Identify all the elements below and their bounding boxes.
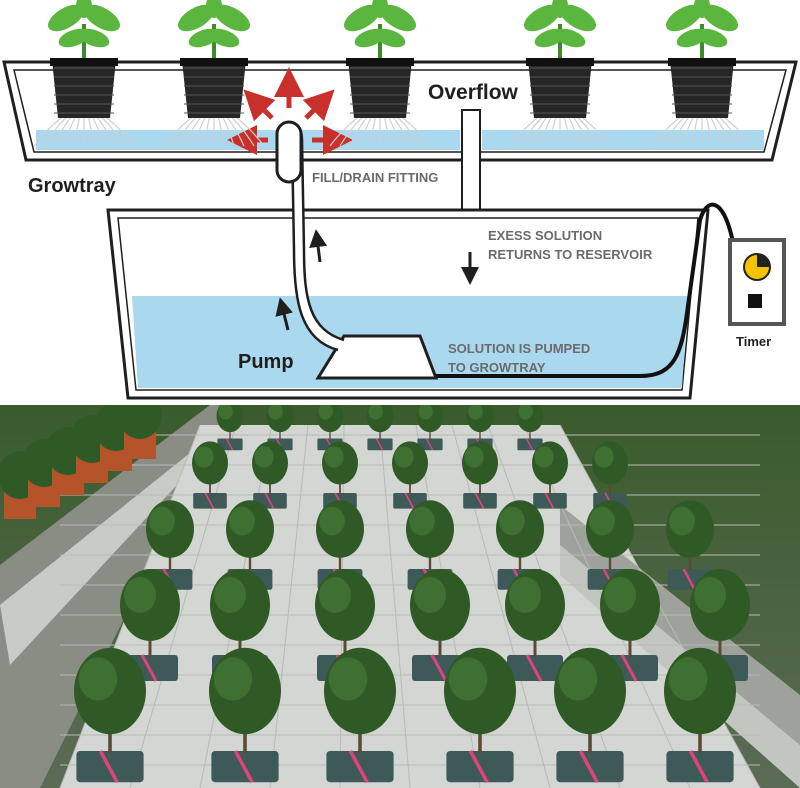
potted-plant [216, 405, 244, 451]
pumped-label-line2: TO GROWTRAY [448, 360, 546, 375]
potted-plant [120, 569, 180, 682]
direction-arrows [275, 229, 479, 331]
growtray-label: Growtray [28, 175, 117, 197]
potted-plant [252, 441, 288, 510]
greenhouse-photo [0, 405, 800, 788]
photo-canvas [0, 405, 800, 788]
net-pot [50, 58, 118, 118]
potted-plant [392, 441, 428, 510]
potted-plant [554, 647, 626, 784]
timer [728, 238, 786, 326]
net-pot [668, 58, 736, 118]
potted-plant [505, 569, 565, 682]
potted-plant [209, 647, 281, 784]
excess-label-line2: RETURNS TO RESERVOIR [488, 247, 653, 262]
plant-1 [33, 0, 135, 147]
plant-leaves [665, 0, 739, 48]
potted-plant [74, 647, 146, 784]
plant-leaves [177, 0, 251, 48]
potted-plant [266, 405, 294, 451]
fill-drain-pipe [275, 120, 345, 352]
plant-leaves [343, 0, 417, 48]
potted-plant [592, 441, 628, 510]
potted-plant [462, 441, 498, 510]
potted-plant [664, 647, 736, 784]
potted-plant [444, 647, 516, 784]
potted-plant [532, 441, 568, 510]
potted-plant-grid [0, 405, 750, 784]
net-pot [346, 58, 414, 118]
potted-plant [410, 569, 470, 682]
net-pot [526, 58, 594, 118]
plant-5 [651, 0, 753, 147]
potted-plant [516, 405, 544, 451]
flow-arrows [227, 67, 353, 155]
net-pot [180, 58, 248, 118]
potted-plant [366, 405, 394, 451]
diagram-canvas: Overflow Growtray FILL/DRAIN FITTING EXE… [2, 0, 798, 400]
timer-label: Timer [736, 334, 771, 349]
reservoir [106, 208, 710, 400]
plant-row [33, 0, 753, 147]
fill-drain-label: FILL/DRAIN FITTING [312, 170, 438, 185]
pumped-label-line1: SOLUTION IS PUMPED [448, 341, 590, 356]
overflow-label: Overflow [428, 81, 519, 104]
plant-4 [509, 0, 611, 147]
plant-leaves [47, 0, 121, 48]
plant-3 [329, 0, 431, 147]
plant-leaves [523, 0, 597, 48]
ebb-flow-diagram: Overflow Growtray FILL/DRAIN FITTING EXE… [2, 0, 798, 400]
plant-2 [163, 0, 265, 147]
timer-plug [748, 294, 762, 308]
right-rail [560, 505, 800, 745]
excess-label-line1: EXESS SOLUTION [488, 228, 602, 243]
pump-label: Pump [238, 351, 294, 373]
potted-plant [322, 441, 358, 510]
potted-plant [192, 441, 228, 510]
potted-plant [666, 500, 714, 591]
timer-cable [436, 202, 748, 378]
potted-plant [324, 647, 396, 784]
terracotta-pot [118, 405, 162, 459]
potted-plant [416, 405, 444, 451]
